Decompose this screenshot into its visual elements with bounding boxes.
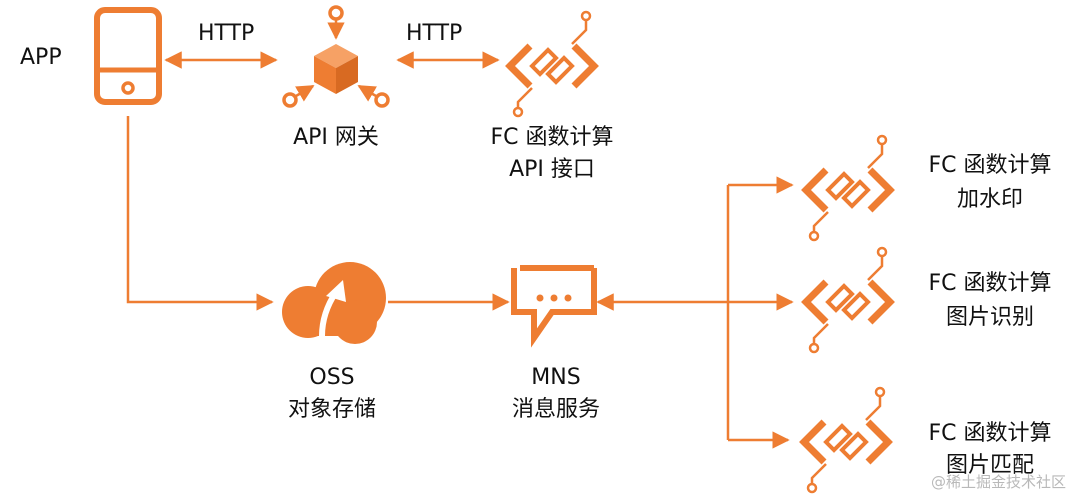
fc-recognize-title: FC 函数计算 <box>928 271 1052 296</box>
function-compute-icon <box>806 136 890 240</box>
phone-icon <box>94 7 162 105</box>
fc-recognize-subtitle: 图片识别 <box>945 305 1035 330</box>
oss-title: OSS <box>309 365 355 390</box>
watermark: @稀土掘金技术社区 <box>930 473 1066 491</box>
function-compute-icon <box>804 388 888 492</box>
function-compute-icon <box>806 248 890 352</box>
message-icon <box>511 265 597 348</box>
fc-match-subtitle: 图片匹配 <box>945 453 1035 478</box>
app-oss-arrow <box>126 116 274 311</box>
mns-subtitle: 消息服务 <box>511 397 601 422</box>
function-compute-icon <box>510 12 594 116</box>
fc-api-title: FC 函数计算 <box>490 125 614 150</box>
app-label: APP <box>20 45 62 70</box>
fc-watermark-subtitle: 加水印 <box>956 187 1024 212</box>
fc-watermark-title: FC 函数计算 <box>928 153 1052 178</box>
gateway-label: API 网关 <box>293 125 379 150</box>
cloud-upload-icon <box>282 262 386 344</box>
mns-title: MNS <box>531 365 581 390</box>
http-left-label: HTTP <box>198 21 255 46</box>
http-right-label: HTTP <box>406 21 463 46</box>
connectors <box>126 51 794 449</box>
fc-match-title: FC 函数计算 <box>928 421 1052 446</box>
api-gateway-icon <box>282 5 390 108</box>
oss-subtitle: 对象存储 <box>287 397 377 422</box>
fc-api-subtitle: API 接口 <box>509 157 595 182</box>
